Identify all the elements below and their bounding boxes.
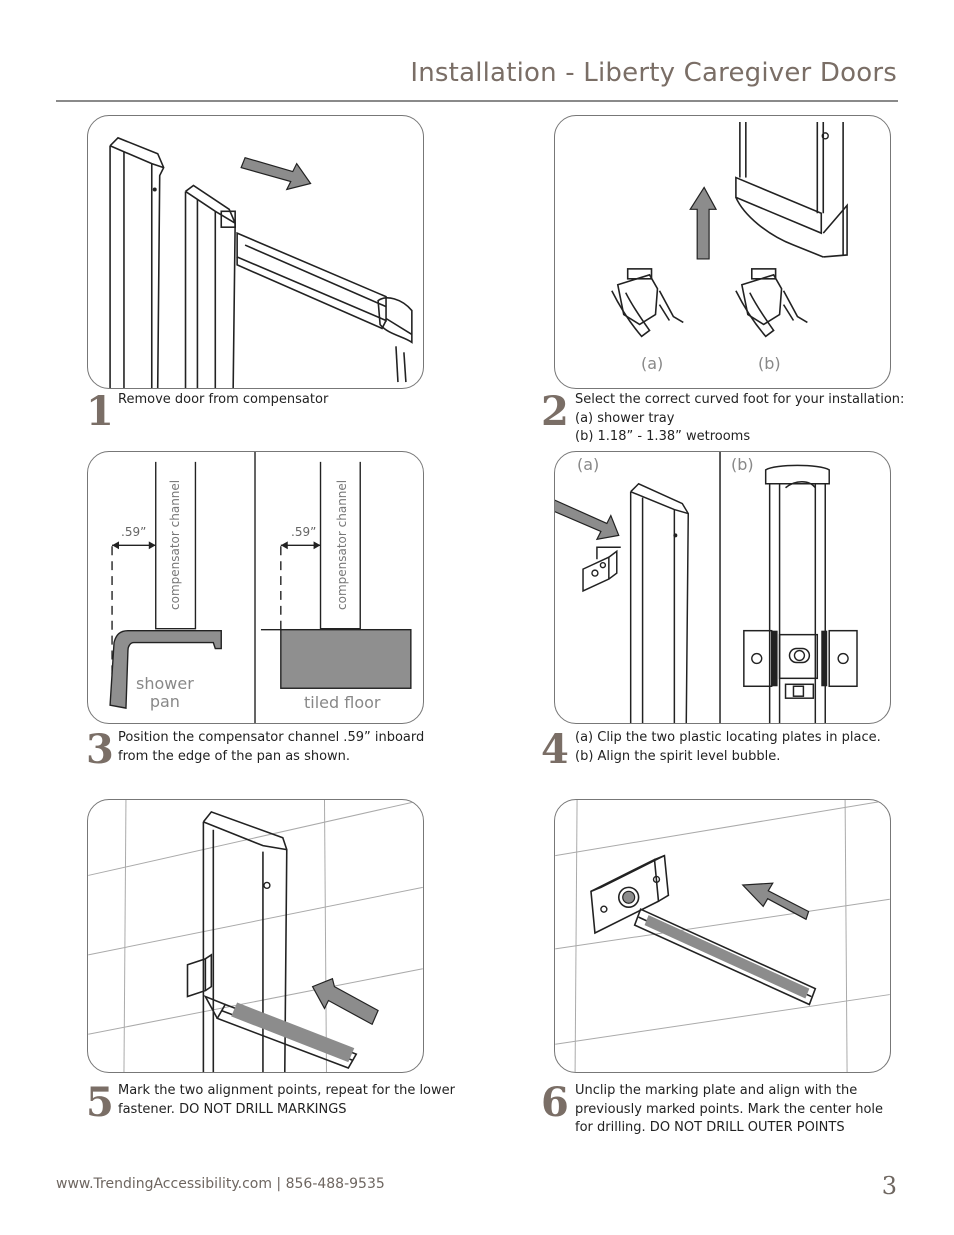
curved-foot-illustration [611, 121, 848, 338]
step-2-text: Select the correct curved foot for your … [575, 391, 904, 447]
step-text-line: for drilling. DO NOT DRILL OUTER POINTS [575, 1120, 845, 1135]
step-number: 3 [86, 726, 114, 773]
shower-pan-label-line: pan [149, 692, 180, 711]
step-text-line: fastener. DO NOT DRILL MARKINGS [118, 1101, 347, 1117]
step-text-line: (b) Align the spirit level bubble. [575, 748, 781, 764]
footer-contact: www.TrendingAccessibility.com | 856-488-… [56, 1176, 385, 1192]
step-1-text: Remove door from compensator [118, 391, 328, 410]
figure-panel-step-3: .59” .59” compensator channel compensato… [87, 451, 424, 724]
page-number: 3 [881, 1172, 897, 1200]
channel-position-illustration [109, 452, 412, 723]
step-6-text: Unclip the marking plate and align with … [575, 1082, 883, 1138]
locating-plates-illustration [555, 452, 858, 723]
step-text-line: previously marked points. Mark the cente… [575, 1101, 884, 1117]
step-text-line: (a) shower tray [575, 410, 675, 426]
channel-label: compensator channel [168, 479, 182, 610]
step-number: 2 [541, 388, 569, 435]
step-4-text: (a) Clip the two plastic locating plates… [575, 729, 881, 766]
step-number: 6 [541, 1079, 569, 1126]
step-5-text: Mark the two alignment points, repeat fo… [118, 1082, 455, 1119]
step-number: 4 [541, 726, 569, 773]
step-text-line: Remove door from compensator [118, 392, 329, 407]
figure-panel-step-5 [87, 799, 424, 1073]
page-title: Installation - Liberty Caregiver Doors [410, 58, 897, 88]
figure-label-b: (b) [758, 354, 781, 373]
step-number: 5 [86, 1079, 114, 1126]
tiled-floor-label: tiled floor [304, 693, 381, 712]
dimension-label: .59” [291, 525, 317, 539]
channel-label: compensator channel [335, 479, 349, 610]
figure-panel-step-4: (a) (b) [554, 451, 891, 724]
shower-pan-label: shower pan [136, 675, 194, 711]
figure-panel-step-6 [554, 799, 891, 1073]
step-text-line: Position the compensator channel .59” in… [118, 730, 425, 745]
step-text-line: Unclip the marking plate and align with … [575, 1083, 858, 1098]
step-3-text: Position the compensator channel .59” in… [118, 729, 424, 766]
door-removal-illustration [109, 136, 413, 388]
step-text-line: (a) Clip the two plastic locating plates… [575, 730, 881, 745]
marking-points-illustration [88, 800, 423, 1072]
step-text-line: Mark the two alignment points, repeat fo… [118, 1083, 455, 1098]
step-text-line: from the edge of the pan as shown. [118, 748, 351, 764]
figure-panel-step-1 [87, 115, 424, 389]
figure-panel-step-2: (a) (b) [554, 115, 891, 389]
center-hole-marking-illustration [555, 800, 890, 1072]
step-number: 1 [86, 388, 114, 435]
figure-label-a: (a) [641, 354, 664, 373]
step-text-line: Select the correct curved foot for your … [575, 392, 905, 407]
figure-label-b: (b) [731, 455, 754, 474]
shower-pan-label-line: shower [136, 674, 194, 693]
dimension-label: .59” [121, 525, 147, 539]
step-text-line: (b) 1.18” - 1.38” wetrooms [575, 429, 751, 444]
figure-label-a: (a) [577, 455, 600, 474]
title-rule [56, 100, 898, 102]
